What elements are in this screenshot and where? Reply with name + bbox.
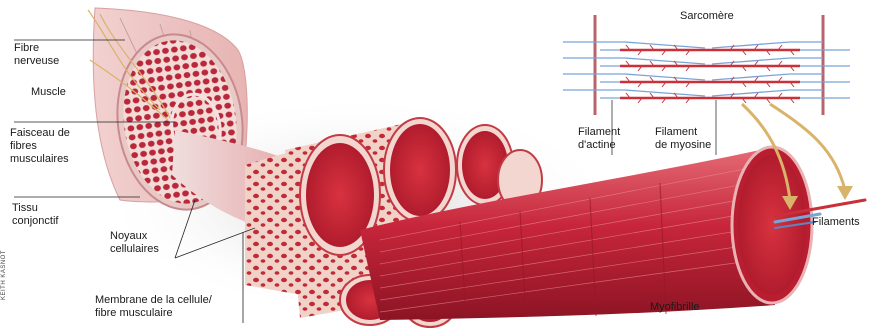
label-sarcomere: Sarcomère (680, 10, 734, 23)
label-fibre-nerveuse: Fibre nerveuse (14, 42, 59, 68)
label-filament-myosine: Filament de myosine (655, 126, 711, 152)
label-muscle: Muscle (31, 86, 66, 99)
label-membrane: Membrane de la cellule/ fibre musculaire (95, 294, 212, 320)
illustrator-credit: KEITH KASNOT (1, 250, 7, 300)
label-filament-actine: Filament d'actine (578, 126, 620, 152)
label-noyaux-cellulaires: Noyaux cellulaires (110, 230, 159, 256)
label-tissu-conjonctif: Tissu conjonctif (12, 202, 58, 228)
label-faisceau: Faisceau de fibres musculaires (10, 127, 70, 166)
label-filaments: Filaments (812, 216, 860, 229)
label-myofibrille: Myofibrille (650, 301, 700, 314)
arrow-head-2 (837, 186, 853, 200)
